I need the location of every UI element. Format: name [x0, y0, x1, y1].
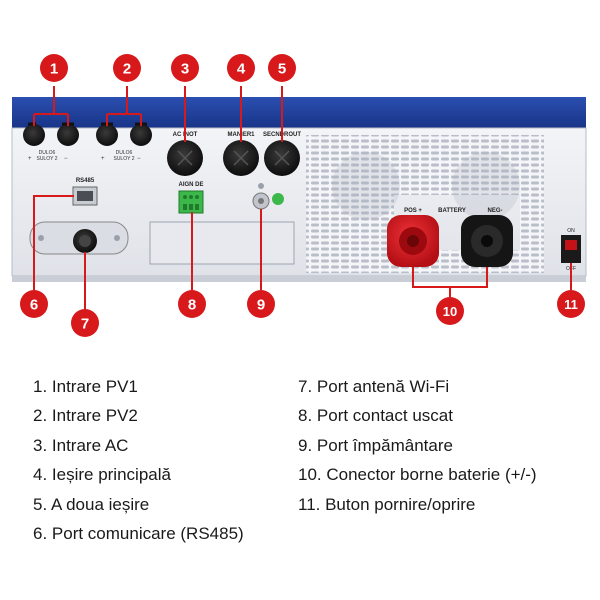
svg-text:11: 11 — [564, 297, 578, 312]
battery-label: BATTERY — [438, 208, 466, 214]
svg-text:8: 8 — [188, 297, 196, 314]
svg-text:1: 1 — [50, 61, 58, 78]
legend-item-pv1: 1. Intrare PV1 — [33, 377, 138, 396]
svg-text:+: + — [28, 156, 32, 162]
pv1-input[interactable]: DULO6 SULOY 2 + − — [23, 122, 79, 162]
panel-top-strip — [12, 97, 586, 129]
legend-item-rs485: 6. Port comunicare (RS485) — [33, 523, 244, 543]
pv1-sublabel: SULOY 2 — [36, 156, 57, 162]
callout-7: 7 — [71, 309, 99, 337]
callouts: 1 2 3 4 5 6 7 8 — [20, 54, 585, 337]
dry-contact-label: AIGN DE — [178, 182, 203, 188]
svg-text:+: + — [101, 156, 105, 162]
svg-text:7: 7 — [81, 316, 89, 333]
switch-on-label: ON — [567, 228, 575, 234]
pv2-sublabel: SULOY 2 — [113, 156, 134, 162]
callout-11: 11 — [557, 290, 585, 318]
callout-4: 4 — [227, 54, 255, 82]
pv1-neg-gland — [57, 124, 79, 146]
callout-2: 2 — [113, 54, 141, 82]
pos-label: POS + — [404, 208, 422, 214]
wifi-antenna-port[interactable] — [29, 221, 129, 255]
inverter-rear-panel-diagram: DULO6 SULOY 2 + − DULO6 SULOY 2 + − AC I… — [11, 54, 587, 337]
svg-text:2: 2 — [123, 61, 131, 78]
svg-text:9: 9 — [257, 297, 265, 314]
fan-shadow — [452, 152, 520, 220]
legend-item-battery-terminals: 10. Conector borne baterie (+/-) — [298, 465, 537, 485]
rs485-label: RS485 — [76, 178, 95, 184]
panel-base — [12, 276, 586, 282]
legend-item-second-output: 5. A doua ieșire — [33, 494, 150, 514]
cover-plate — [149, 221, 295, 265]
neg-label: NEG- — [488, 208, 503, 214]
leader-lines — [33, 86, 572, 310]
svg-text:6: 6 — [30, 297, 38, 314]
legend-item-power-switch: 11. Buton pornire/oprire — [298, 494, 476, 514]
svg-text:3: 3 — [181, 61, 189, 78]
callout-10: 10 — [436, 297, 464, 325]
callout-6: 6 — [20, 290, 48, 318]
rs485-port[interactable]: RS485 — [72, 178, 98, 206]
pv2-neg-gland — [130, 124, 152, 146]
legend-item-main-output: 4. Ieșire principală — [33, 465, 171, 485]
legend-left-column: 1. Intrare PV1 2. Intrare PV2 3. Intrare… — [33, 372, 244, 548]
fan-shadow — [332, 152, 400, 220]
dry-contact-port[interactable]: AIGN DE — [178, 182, 204, 214]
legend-item-grounding: 9. Port împământare — [298, 435, 453, 455]
pv2-input[interactable]: DULO6 SULOY 2 + − — [96, 122, 152, 162]
legend-item-pv2: 2. Intrare PV2 — [33, 406, 138, 426]
pv1-label: DULO6 — [39, 150, 56, 156]
svg-text:4: 4 — [237, 61, 246, 78]
callout-3: 3 — [171, 54, 199, 82]
callout-8: 8 — [178, 290, 206, 318]
grounding-terminal[interactable] — [252, 183, 284, 210]
callout-1: 1 — [40, 54, 68, 82]
svg-text:−: − — [64, 156, 68, 162]
pv2-pos-gland — [96, 124, 118, 146]
pv2-label: DULO6 — [116, 150, 133, 156]
legend-item-dry-contact: 8. Port contact uscat — [298, 406, 453, 426]
svg-text:10: 10 — [443, 304, 457, 319]
svg-text:−: − — [137, 156, 141, 162]
pv1-pos-gland — [23, 124, 45, 146]
svg-text:5: 5 — [278, 61, 286, 78]
callout-9: 9 — [247, 290, 275, 318]
callout-5: 5 — [268, 54, 296, 82]
legend-right-column: 7. Port antenă Wi-Fi 8. Port contact usc… — [298, 372, 537, 519]
battery-terminals[interactable]: POS + BATTERY NEG- — [387, 208, 513, 267]
legend-item-wifi: 7. Port antenă Wi-Fi — [298, 377, 450, 396]
legend-item-ac-input: 3. Intrare AC — [33, 435, 129, 455]
